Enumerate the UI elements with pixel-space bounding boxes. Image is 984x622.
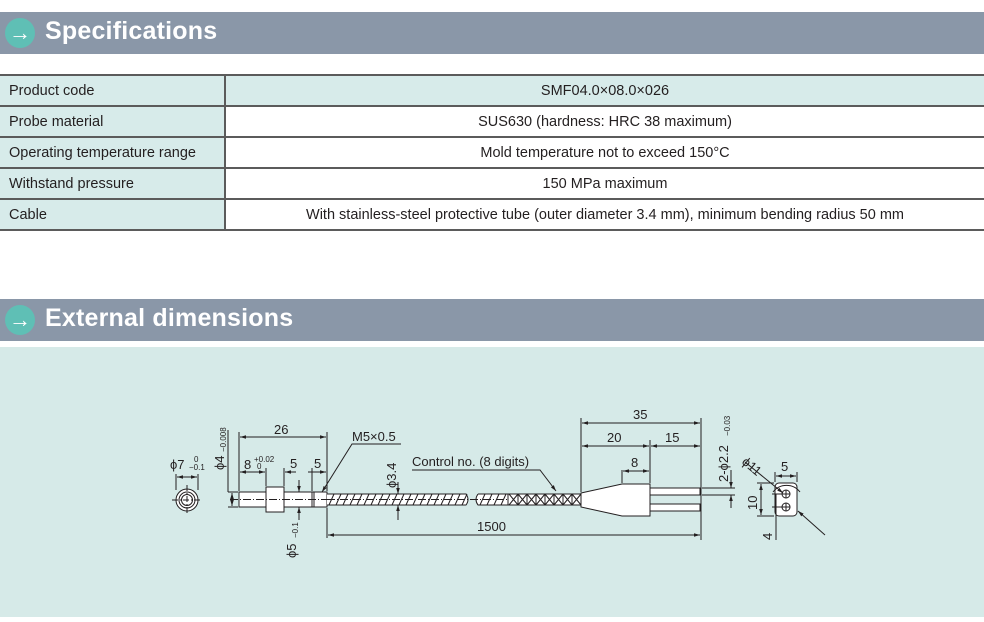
hatch-line <box>493 493 500 506</box>
dim-8-tol-lower: 0 <box>257 462 262 471</box>
hatch-line <box>405 493 412 506</box>
control-digit-mark <box>544 493 555 506</box>
dim-8: 8 <box>244 457 251 472</box>
control-digit-mark <box>526 493 537 506</box>
hatch-line <box>349 493 356 506</box>
hatch-line <box>447 493 454 506</box>
end-view <box>744 461 826 540</box>
row-value: Mold temperature not to exceed 150°C <box>225 136 984 169</box>
dim-phi7: ϕ7 <box>170 457 185 472</box>
hatch-line <box>356 493 363 506</box>
arrow-right-icon: → <box>5 18 35 48</box>
control-no-label: Control no. (8 digits) <box>412 454 529 469</box>
dim-phi34: ϕ3.4 <box>384 463 399 488</box>
dim-5b: 5 <box>314 456 321 471</box>
row-label: Operating temperature range <box>0 136 226 169</box>
hatch-line <box>500 493 507 506</box>
hatch-line <box>398 493 405 506</box>
dim-pins: 2-ϕ2.2 <box>716 445 731 482</box>
hatch-line <box>419 493 426 506</box>
dim-15: 15 <box>665 430 679 445</box>
table-row: Probe material SUS630 (hardness: HRC 38 … <box>0 105 984 138</box>
dimension-drawing-area: ϕ7 0 −0.1 ϕ4 −0.008 26 8 +0.02 0 5 5 ϕ5 … <box>0 347 984 617</box>
hatch-line <box>384 493 391 506</box>
row-value: 150 MPa maximum <box>225 167 984 200</box>
dim-35: 35 <box>633 407 647 422</box>
dim-phi5-tol: −0.1 <box>291 522 300 538</box>
arrow-right-icon: → <box>5 305 35 335</box>
row-label: Probe material <box>0 105 226 138</box>
row-label: Withstand pressure <box>0 167 226 200</box>
table-row: Product code SMF04.0×08.0×026 <box>0 74 984 107</box>
specifications-header: → Specifications <box>0 12 984 54</box>
front-view <box>172 474 202 515</box>
specifications-table: Product code SMF04.0×08.0×026 Probe mate… <box>0 74 984 231</box>
control-digit-mark <box>517 493 528 506</box>
hatch-line <box>426 493 433 506</box>
connector <box>580 418 735 540</box>
section-title: External dimensions <box>45 304 294 332</box>
hatch-line <box>370 493 377 506</box>
row-label: Product code <box>0 74 226 107</box>
table-row: Withstand pressure 150 MPa maximum <box>0 167 984 200</box>
probe-body <box>227 430 440 520</box>
hatch-line <box>342 493 349 506</box>
dim-8b: 8 <box>631 455 638 470</box>
table-row: Operating temperature range Mold tempera… <box>0 136 984 169</box>
control-digit-mark <box>508 493 519 506</box>
dim-phi7-tol-upper: 0 <box>194 455 199 464</box>
dim-pins-tol: −0.03 <box>723 415 732 436</box>
dim-1500: 1500 <box>477 519 506 534</box>
external-dimensions-header: → External dimensions <box>0 299 984 341</box>
section-title: Specifications <box>45 17 218 45</box>
table-row: Cable With stainless-steel protective tu… <box>0 198 984 231</box>
dim-phi5: ϕ5 <box>284 543 299 558</box>
control-digit-mark <box>562 493 573 506</box>
control-digit-mark <box>535 493 546 506</box>
hatch-line <box>412 493 419 506</box>
hatch-line <box>391 493 398 506</box>
hatch-line <box>461 493 468 506</box>
dim-10: 10 <box>745 496 760 510</box>
control-digit-mark <box>553 493 564 506</box>
row-value: SMF04.0×08.0×026 <box>225 74 984 107</box>
row-value: SUS630 (hardness: HRC 38 maximum) <box>225 105 984 138</box>
hatch-line <box>486 493 493 506</box>
dim-4: 4 <box>760 533 775 540</box>
hatch-line <box>440 493 447 506</box>
hatch-line <box>335 493 342 506</box>
hatch-line <box>363 493 370 506</box>
dim-phi7-tol-lower: −0.1 <box>189 463 205 472</box>
dim-5c: 5 <box>781 459 788 474</box>
dim-5a: 5 <box>290 456 297 471</box>
hatch-line <box>377 493 384 506</box>
dim-phi4-tol: −0.008 <box>219 427 228 452</box>
row-value: With stainless-steel protective tube (ou… <box>225 198 984 231</box>
hatch-line <box>479 493 486 506</box>
dim-20: 20 <box>607 430 621 445</box>
dim-phi4: ϕ4 <box>212 455 227 470</box>
hatch-line <box>328 493 335 506</box>
dim-26: 26 <box>274 422 288 437</box>
dimension-drawing: ϕ7 0 −0.1 ϕ4 −0.008 26 8 +0.02 0 5 5 ϕ5 … <box>170 407 826 558</box>
hatch-line <box>454 493 461 506</box>
thread-label: M5×0.5 <box>352 429 396 444</box>
dim-8-tol-upper: +0.02 <box>254 455 275 464</box>
hatch-line <box>433 493 440 506</box>
row-label: Cable <box>0 198 226 231</box>
